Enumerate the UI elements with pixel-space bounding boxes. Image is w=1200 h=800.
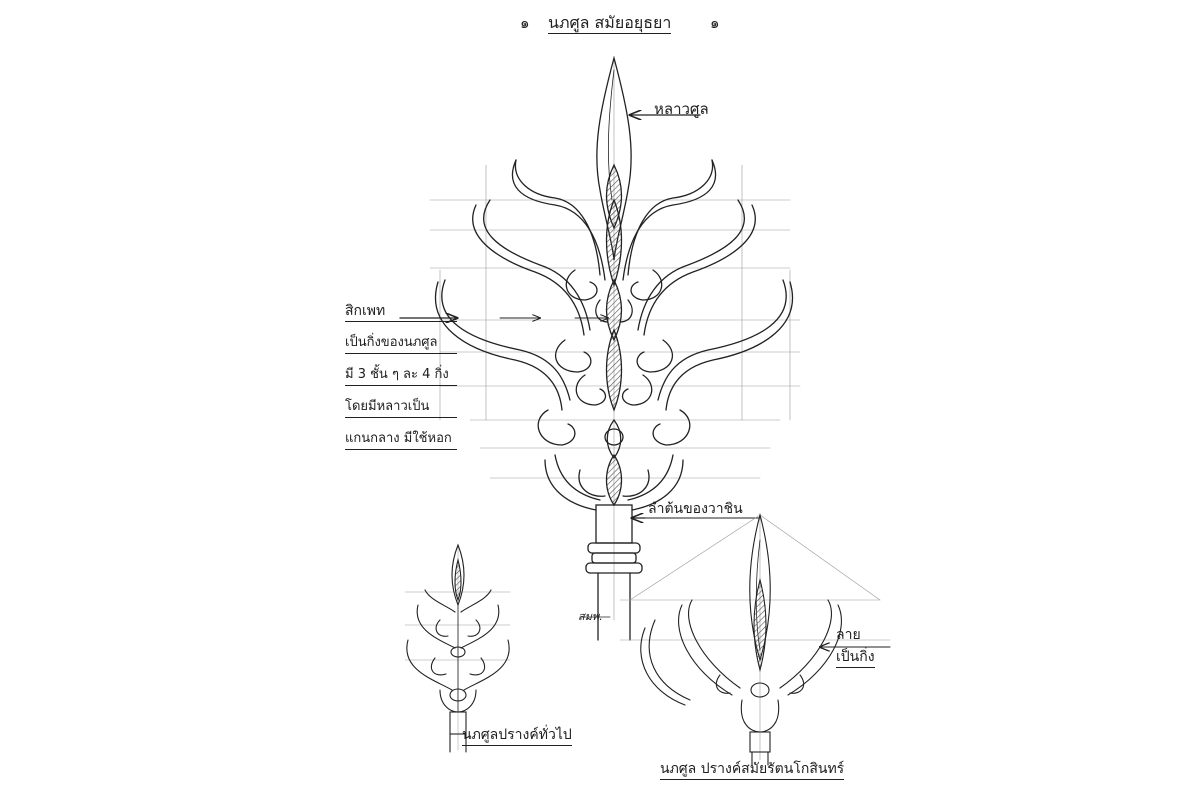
side-note-line: แกนกลาง มีใช้หอก	[345, 430, 457, 450]
title-marker-right: ๑	[710, 14, 720, 32]
main-trident	[399, 55, 801, 641]
shaft-label: ลำต้นของวาชิน	[648, 501, 743, 517]
side-note-line: สิกเพท	[345, 302, 457, 322]
right-branches	[622, 159, 793, 411]
left-caption: นภศูลปรางค์ทั่วไป	[462, 726, 572, 746]
branch-label-line: เป็นกิ่ง	[836, 648, 875, 668]
side-note-line: โดยมีหลาวเป็น	[345, 398, 457, 418]
curl-ornaments	[537, 269, 691, 446]
central-shaft	[604, 163, 624, 507]
lower-arms	[544, 454, 684, 511]
side-note-line: เป็นกิ่งของนภศูล	[345, 334, 457, 354]
branch-label-line: ลาย	[836, 627, 861, 643]
side-note-line: มี 3 ชั้น ๆ ละ 4 กิ่ง	[345, 366, 457, 386]
small-trident-right	[619, 512, 891, 766]
branch-label: ลาย เป็นกิ่ง	[836, 626, 875, 668]
right-caption: นภศูล ปรางค์สมัยรัตนโกสินทร์	[660, 760, 845, 780]
title-marker-left: ๑	[520, 14, 530, 32]
side-note: สิกเพท เป็นกิ่งของนภศูล มี 3 ชั้น ๆ ละ 4…	[345, 302, 457, 450]
small-trident-left	[404, 543, 511, 753]
signature: สมพ.	[578, 610, 603, 623]
drawing-title: นภศูล สมัยอยุธยา	[548, 13, 672, 34]
blade-label: หลาวศูล	[654, 100, 709, 118]
left-branches	[435, 159, 606, 411]
shaft-base	[585, 504, 643, 641]
